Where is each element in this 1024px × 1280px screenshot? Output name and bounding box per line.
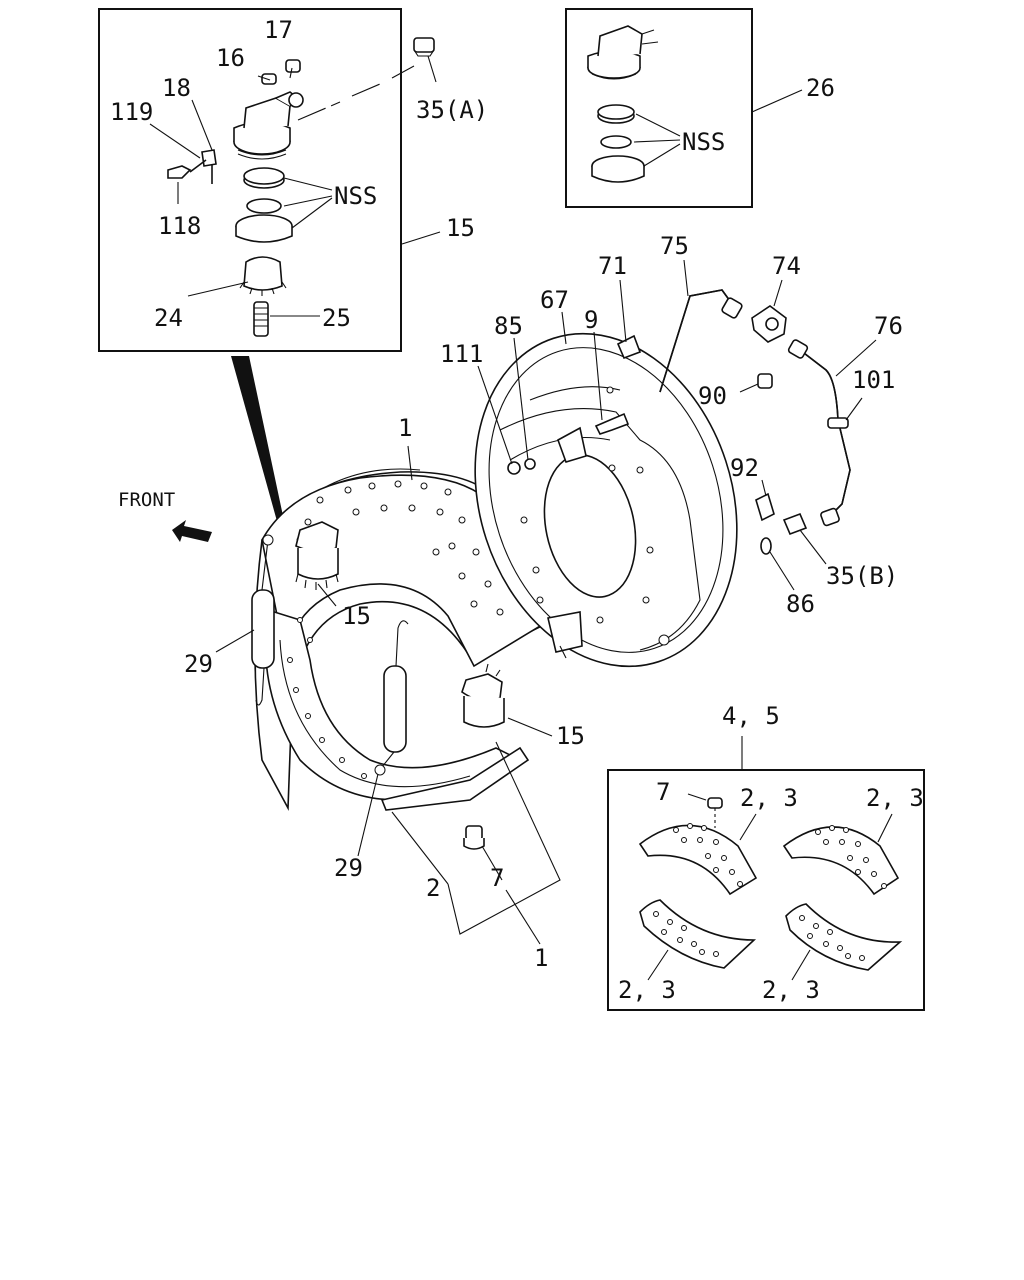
wheel-cylinder-upper xyxy=(295,521,339,590)
label-90: 90 xyxy=(698,382,727,410)
label-74: 74 xyxy=(772,252,801,280)
label-111: 111 xyxy=(440,340,483,368)
anchor-pin xyxy=(463,825,485,850)
fitting-90 xyxy=(757,373,773,389)
label-2-3-a: 2, 3 xyxy=(740,784,798,812)
inset-b-frame xyxy=(565,8,753,208)
label-29-right: 29 xyxy=(334,854,363,882)
label-35a: 35(A) xyxy=(416,96,488,124)
label-26: 26 xyxy=(806,74,835,102)
label-4-5: 4, 5 xyxy=(722,702,780,730)
label-nss-a: NSS xyxy=(334,182,377,210)
bolt-35a xyxy=(413,37,435,57)
label-118: 118 xyxy=(158,212,201,240)
detail-pointer xyxy=(231,356,286,532)
label-35b: 35(B) xyxy=(826,562,898,590)
inset-brake-lining-set: 4, 5 7 2, 3 2, 3 xyxy=(607,702,925,1011)
label-71: 71 xyxy=(598,252,627,280)
bracket-and-bolt xyxy=(167,149,217,184)
wheel-cylinder xyxy=(233,91,304,160)
washer-86 xyxy=(760,537,772,555)
label-76: 76 xyxy=(874,312,903,340)
bolt-35b xyxy=(782,512,808,536)
label-15-lower: 15 xyxy=(556,722,585,750)
main-leaders xyxy=(215,259,877,945)
label-29-left: 29 xyxy=(184,650,213,678)
inset-wheel-cylinder-detail: 17 16 18 119 118 35(A) NSS 24 25 xyxy=(98,8,488,352)
label-16: 16 xyxy=(216,44,245,72)
backing-plate-holes xyxy=(520,386,670,646)
return-spring-right xyxy=(374,620,409,776)
lower-shoe-holes xyxy=(287,617,367,779)
wheel-cylinder-lower xyxy=(461,663,505,728)
return-spring-left xyxy=(251,534,275,706)
label-1-bottom: 1 xyxy=(534,944,548,972)
label-1: 1 xyxy=(398,414,412,442)
label-25: 25 xyxy=(322,304,351,332)
bleeder-71 xyxy=(616,334,642,360)
label-9: 9 xyxy=(584,306,598,334)
lining-top-left xyxy=(638,823,758,896)
lining-bottom-right xyxy=(785,903,903,971)
seal-rings xyxy=(235,167,293,243)
label-17: 17 xyxy=(264,16,293,44)
fitting-92 xyxy=(755,492,775,522)
wheel-cylinder-b xyxy=(587,25,659,80)
adjuster-wheel xyxy=(239,256,287,296)
label-18: 18 xyxy=(162,74,191,102)
inset-c-frame xyxy=(607,769,925,1011)
bleeder-parts xyxy=(261,59,301,85)
label-2-3-c: 2, 3 xyxy=(618,976,676,1004)
lining-bottom-left xyxy=(639,899,757,969)
label-67: 67 xyxy=(540,286,569,314)
front-label: FRONT xyxy=(118,489,175,511)
brake-shoe-assembly xyxy=(251,468,552,850)
label-86: 86 xyxy=(786,590,815,618)
label-119: 119 xyxy=(110,98,153,126)
label-7: 7 xyxy=(490,864,504,892)
rivet-7 xyxy=(707,797,723,809)
label-15-inset: 15 xyxy=(446,214,475,242)
inset-a-frame xyxy=(98,8,402,352)
inset-cylinder-kit: NSS 26 xyxy=(565,8,835,208)
label-92: 92 xyxy=(730,454,759,482)
backing-plate xyxy=(474,332,738,668)
lining-rivet-holes xyxy=(296,480,504,616)
label-101: 101 xyxy=(852,366,895,394)
label-24: 24 xyxy=(154,304,183,332)
label-2-3-b: 2, 3 xyxy=(866,784,924,812)
front-arrow-icon xyxy=(172,520,212,542)
brake-pipes xyxy=(659,289,851,527)
label-2-3-d: 2, 3 xyxy=(762,976,820,1004)
label-7-inset: 7 xyxy=(656,778,670,806)
lining-top-right xyxy=(782,825,900,896)
label-2: 2 xyxy=(426,874,440,902)
label-15-upper: 15 xyxy=(342,602,371,630)
label-nss-b: NSS xyxy=(682,128,725,156)
adjuster-screw xyxy=(253,301,269,337)
label-85: 85 xyxy=(494,312,523,340)
label-75: 75 xyxy=(660,232,689,260)
